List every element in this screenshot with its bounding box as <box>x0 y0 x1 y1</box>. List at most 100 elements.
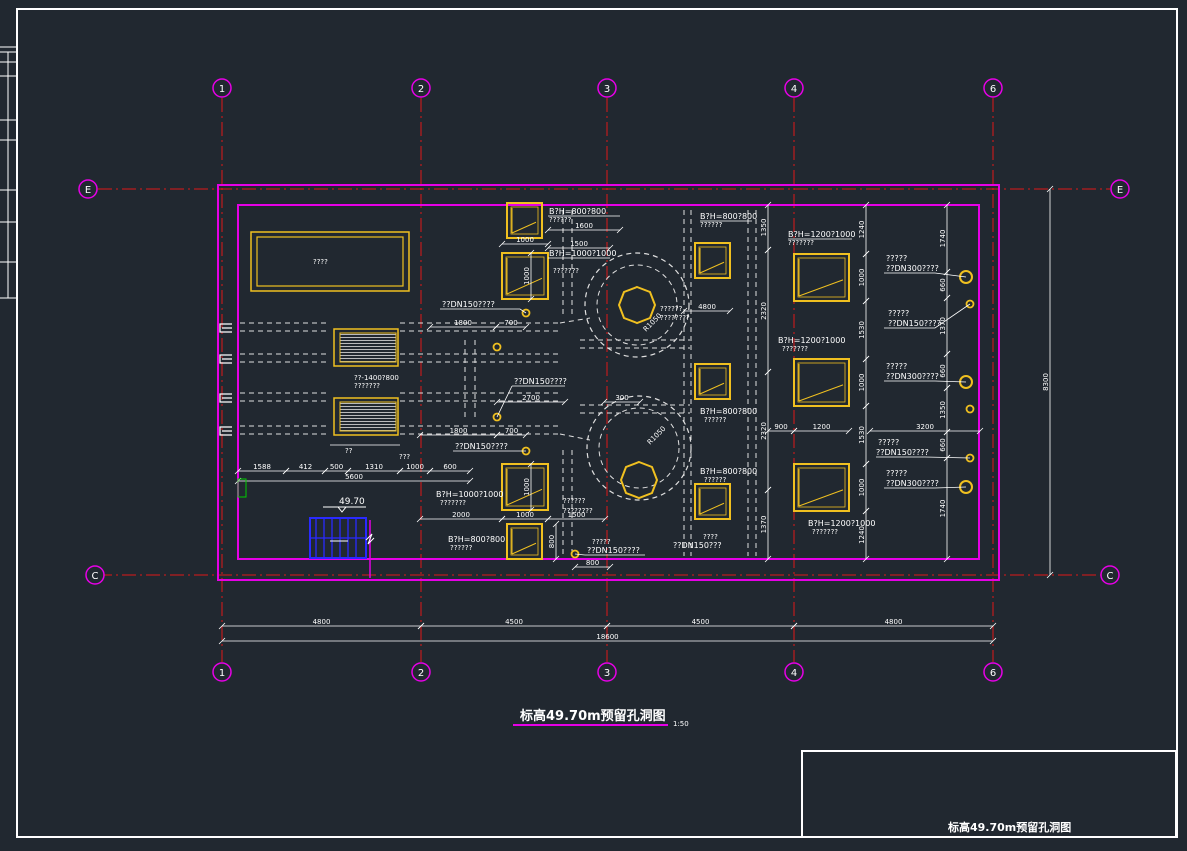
misc-dim-2700-tick <box>493 398 501 406</box>
opening-5-mark <box>798 364 844 402</box>
opening-6-inner <box>698 367 727 396</box>
misc-dim-300-tick <box>600 398 608 406</box>
opening-6-sub: ?????? <box>704 416 727 424</box>
right-v-dim-6-tick <box>862 460 870 468</box>
misc-dim-4800-tick <box>680 307 688 315</box>
opening-3-inner <box>698 246 727 275</box>
misc-dim-3200-tick <box>976 427 984 435</box>
opening-7-label: B?H=800?800 <box>700 467 757 476</box>
openings-group <box>501 202 850 560</box>
right-v-dim-1-tick <box>862 201 870 209</box>
opening-1-mark <box>511 208 537 234</box>
clarifier-a-label-2: ???????? <box>660 314 690 322</box>
inner-wall <box>237 204 980 560</box>
pipe-8-sub: ??DN150???? <box>888 319 941 328</box>
pipe-6-label: ????? <box>592 538 611 546</box>
opening-8-sub: ??????? <box>812 528 838 536</box>
misc-dim-1000a: 1000 <box>516 236 534 244</box>
left-row-total-dim-tick <box>466 477 474 485</box>
height-dim-tick <box>1046 571 1054 579</box>
misc-vdim-800: 800 <box>548 535 556 548</box>
pipe-dn150-7 <box>965 404 975 414</box>
far-v-dim-7: 1740 <box>939 500 947 518</box>
clarifier-lower <box>586 395 692 501</box>
misc-dim-700-tick <box>522 431 530 439</box>
axis-bubble-top-2: 2 <box>418 84 424 95</box>
right-v-dim-4: 1000 <box>858 374 866 392</box>
screen-label: ??-1400?800 <box>354 374 399 382</box>
pipe-dn150-3 <box>492 412 502 422</box>
tank-outline <box>250 231 410 292</box>
arrow-label: ?? <box>345 447 353 455</box>
misc-dim-1500b-tick <box>544 515 552 523</box>
axis-bubble-top-4-circle <box>784 78 804 98</box>
drawing-scale: 1:50 <box>673 720 689 728</box>
axis-bubble-bottom-3: 3 <box>604 668 610 679</box>
axis-bubble-top-3: 3 <box>604 84 610 95</box>
opening-3-mark <box>699 248 725 274</box>
opening-4-sub: ??????? <box>788 239 814 247</box>
right-v-dim-4-tick <box>862 355 870 363</box>
left-row-dim-5: 1000 <box>406 463 424 471</box>
left-row-total-dim: 5600 <box>345 473 363 481</box>
mid-v-dim-4-tick <box>764 486 772 494</box>
misc-label: ???? <box>703 533 718 541</box>
far-v-dim-3: 1370 <box>939 317 947 335</box>
stair <box>309 517 375 559</box>
pipe-4-label: ??DN150???? <box>587 546 640 555</box>
misc-dim-900-tick <box>764 427 772 435</box>
opening-5-inner <box>797 362 846 403</box>
misc-dim-800-tick <box>571 563 579 571</box>
misc-dim-700b: 700 <box>504 319 517 327</box>
axis-bubble-bottom-2-circle <box>411 662 431 682</box>
misc-vdim-1000a-tick <box>527 249 535 257</box>
bay-dim-1: 4800 <box>313 618 331 626</box>
opening-4-inner <box>797 257 846 298</box>
misc-dim-1200: 1200 <box>813 423 831 431</box>
clarifier-b-label: ?????? <box>563 497 586 505</box>
misc-dim-2000: 2000 <box>452 511 470 519</box>
axis-bubble-right-C: C <box>1107 571 1114 582</box>
opening-7 <box>694 483 731 520</box>
opening-8-inner <box>797 467 846 508</box>
axis-bubble-top-6-circle <box>983 78 1003 98</box>
misc-dim-600-tick <box>426 467 434 475</box>
far-v-dim-2: 660 <box>939 278 947 291</box>
misc-dim-1000b-tick <box>498 515 506 523</box>
misc-dim-600: 600 <box>443 463 456 471</box>
total-dim-tick <box>218 637 226 645</box>
misc-dim-1500b: 1500 <box>568 511 586 519</box>
misc-vdim-1000a: 1000 <box>523 267 531 285</box>
opening-10-label: B?H=800?800 <box>448 535 505 544</box>
far-v-dim-1-tick <box>943 201 951 209</box>
misc-dim-1500b-tick <box>601 515 609 523</box>
misc-dim-1800: 1800 <box>450 427 468 435</box>
bay-dim-4: 4800 <box>885 618 903 626</box>
opening-7-inner <box>698 487 727 516</box>
opening-7-sub: ?????? <box>704 476 727 484</box>
opening-9-inner <box>505 467 545 507</box>
misc-dim-1500: 1500 <box>570 240 588 248</box>
misc-dim-4800-tick <box>726 307 734 315</box>
pipe-1-label: ??DN150???? <box>442 300 495 309</box>
axis-bubble-bottom-1-circle <box>212 662 232 682</box>
leader-lines <box>440 215 971 556</box>
axis-bubble-bottom-4-circle <box>784 662 804 682</box>
axis-bubble-left-E: E <box>85 185 91 196</box>
misc-dim-700-tick <box>493 431 501 439</box>
misc-dim-2000-tick <box>416 515 424 523</box>
clarifier-a-label: ?????? <box>660 305 683 313</box>
title-block <box>801 750 1177 838</box>
misc-vdim-800-tick <box>552 555 560 563</box>
bay-dim-1-tick <box>218 622 226 630</box>
mid-v-dim-2: 2320 <box>760 302 768 320</box>
pipe-11-sub: ??DN300???? <box>886 479 939 488</box>
axis-bubble-right-C-circle <box>1100 565 1120 585</box>
misc-vdim-1000a-tick <box>527 295 535 303</box>
opening-5-label: B?H=1200?1000 <box>778 336 845 345</box>
right-v-dim-7-tick <box>862 555 870 563</box>
clarifier-upper <box>584 252 690 358</box>
